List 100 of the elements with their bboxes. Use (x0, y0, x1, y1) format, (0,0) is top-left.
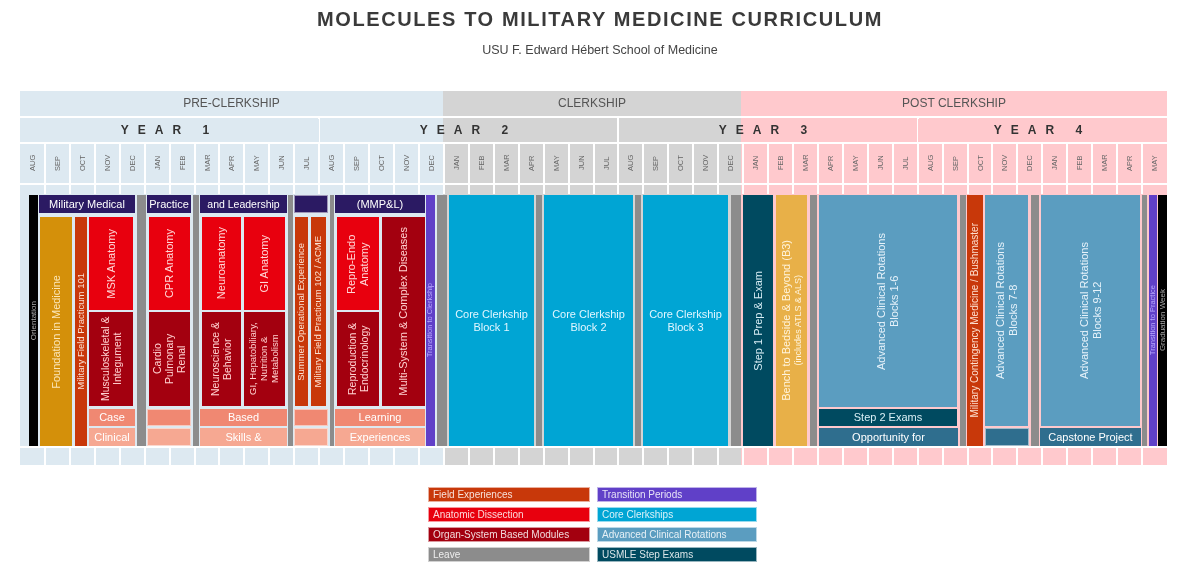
leave-bar (330, 195, 334, 446)
legend-item: Core Clerkships (597, 507, 757, 522)
block-label: Advanced Clinical Rotations Blocks 7-8 (993, 241, 1020, 381)
block-label: Orientation (28, 300, 39, 341)
block-label: MSK Anatomy (104, 228, 118, 299)
clerkship-block (449, 195, 534, 446)
block-label: PRE-CLERKSHIP (183, 96, 280, 111)
block-label: Military Medical (49, 197, 125, 211)
block-label: Military Field Practicum 102 / ACME (313, 235, 324, 388)
leave-bar (193, 195, 199, 446)
exam-block (743, 195, 773, 446)
field-experience-block (311, 217, 326, 406)
leave-bar (536, 195, 542, 446)
block-label: Step 1 Prep & Exam (751, 270, 765, 371)
block-label: Core Clerkship Block 3 (648, 307, 723, 334)
course-banner (200, 428, 287, 446)
module-block (89, 312, 133, 406)
transition-bar (1149, 195, 1157, 446)
empty-block (985, 428, 1029, 446)
block-label: and Leadership (207, 197, 280, 211)
clerkship-block (643, 195, 728, 446)
legend-item: Advanced Clinical Rotations (597, 527, 757, 542)
leave-bar (137, 195, 146, 446)
block-label: Experiences (349, 430, 411, 444)
block-label: Case (99, 411, 125, 424)
block-label: YEAR 1 (120, 123, 219, 138)
course-banner (335, 428, 425, 446)
block-label: Advanced Clinical Rotations Blocks 1-6 (875, 231, 901, 372)
course-banner (819, 428, 958, 446)
course-block (40, 217, 72, 446)
block-label: Cardio Pulmonary Renal (151, 332, 188, 387)
block-label: Practice (149, 197, 189, 211)
leave-bar (437, 195, 447, 446)
leave-bar (1031, 195, 1039, 446)
block-label: GI Anatomy (258, 234, 271, 293)
week-bar (1158, 195, 1167, 446)
block-label: Core Clerkship Block 1 (454, 307, 529, 334)
clerkship-block (544, 195, 633, 446)
course-banner (200, 195, 287, 213)
course-banner (1040, 428, 1141, 446)
leave-bar (288, 195, 293, 446)
block-label: Learning (358, 411, 402, 424)
empty-block (294, 195, 328, 213)
block-label: Opportunity for (852, 430, 925, 444)
transition-bar (426, 195, 435, 446)
block-label: CLERKSHIP (558, 96, 626, 111)
anatomy-block (244, 217, 285, 310)
field-experience-block (295, 217, 308, 406)
diagram-title: MOLECULES TO MILITARY MEDICINE CURRICULUM (316, 8, 884, 31)
module-block (382, 217, 425, 406)
course-banner (335, 409, 425, 426)
block-label: Neuroscience & Behavior (209, 320, 234, 399)
module-block (202, 312, 241, 406)
course-banner (39, 195, 135, 213)
field-experience-block (967, 195, 983, 446)
legend-item: Field Experiences (428, 487, 590, 502)
block-label: Capstone Project (1048, 430, 1133, 444)
block-label: Neuroanatomy (215, 227, 228, 300)
block-label: Based (227, 411, 260, 424)
diagram-subtitle: USU F. Edward Hébert School of Medicine (481, 43, 719, 57)
block-label: Military Contingency Medicine / Bushmaster (969, 223, 981, 418)
block-label: Advanced Clinical Rotations Blocks 9-12 (1077, 241, 1104, 381)
block-label: (includes ATLS & ALS) (792, 275, 803, 366)
field-experience-block (75, 217, 87, 446)
block-label: YEAR 3 (718, 123, 817, 138)
block-label: GI, Hepatobiliary, Nutrition & Metabolism (248, 321, 281, 398)
leave-bar (1142, 195, 1147, 446)
empty-block (147, 428, 191, 446)
course-banner (89, 409, 135, 426)
course-banner (335, 195, 425, 213)
empty-block (294, 428, 328, 446)
anatomy-block (337, 217, 379, 310)
module-block (337, 312, 379, 406)
legend-item: Leave (428, 547, 590, 562)
block-label: Step 2 Exams (853, 411, 923, 424)
course-banner (200, 409, 287, 426)
rotation-block (1041, 195, 1140, 426)
legend-item: USMLE Step Exams (597, 547, 757, 562)
block-label: POST CLERKSHIP (902, 96, 1006, 111)
block-label: Summer Operational Experience (296, 242, 307, 381)
anatomy-block (202, 217, 241, 310)
block-label: Multi-System & Complex Diseases (397, 227, 410, 396)
block-label: Clinical (94, 430, 130, 444)
week-bar (29, 195, 38, 446)
block-label: Repro-Endo Anatomy (345, 232, 371, 296)
block-label: Bench to Bedside & Beyond (B3) (780, 240, 793, 401)
leave-bar (960, 195, 966, 446)
course-block (776, 195, 807, 446)
exam-block (819, 409, 957, 426)
block-label: Military Field Practicum 101 (75, 273, 87, 390)
block-label: Graduation Week (1157, 289, 1168, 352)
block-label: YEAR 2 (419, 123, 518, 138)
rotation-block (985, 195, 1028, 426)
block-label: YEAR 4 (993, 123, 1092, 138)
block-label: CPR Anatomy (163, 228, 176, 299)
course-banner (89, 428, 135, 446)
empty-block (294, 409, 328, 426)
empty-block (147, 409, 191, 426)
anatomy-block (149, 217, 190, 310)
legend-item: Anatomic Dissection (428, 507, 590, 522)
